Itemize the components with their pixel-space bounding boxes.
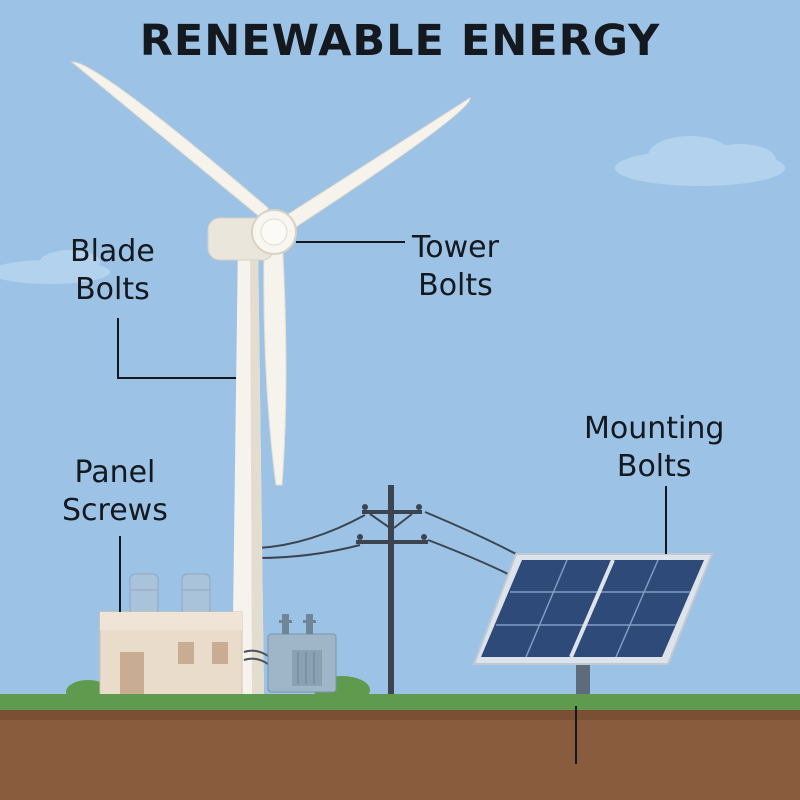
leader-lines [117,241,667,764]
cloud-left [0,250,110,284]
label-blade-bolts-line1: Blade [70,234,155,269]
turbine-blades [70,61,471,486]
building [99,573,243,697]
label-panel-screws: Panel Screws [62,454,168,530]
label-blade-bolts: Blade Bolts [70,233,155,309]
cloud-right [615,136,785,186]
label-tower-bolts: Tower Bolts [412,229,499,305]
soil [0,710,800,800]
label-tower-bolts-line1: Tower [412,230,499,265]
label-mounting-bolts-line2: Bolts [616,449,692,484]
power-lines [257,511,521,576]
label-panel-screws-line2: Screws [62,493,168,528]
label-mounting-bolts-line1: Mounting [584,411,725,446]
label-tower-bolts-line2: Bolts [418,268,493,303]
turbine-nacelle [207,209,297,261]
page-title: RENEWABLE ENERGY [139,16,661,66]
grass [0,694,800,710]
power-pole [356,485,428,695]
transformer [267,614,337,693]
label-panel-screws-line1: Panel [74,455,156,490]
label-mounting-bolts: Mounting Bolts [584,410,724,486]
solar-panel [472,553,714,694]
label-blade-bolts-line2: Bolts [75,272,150,307]
building-wires [243,649,269,665]
blade-bolts-leader [117,318,236,379]
